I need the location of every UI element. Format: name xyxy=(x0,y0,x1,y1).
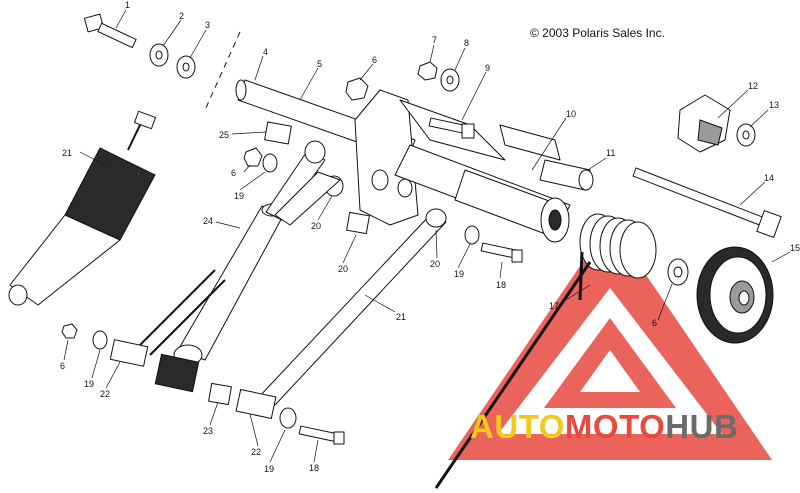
washer-2 xyxy=(149,43,169,67)
block-12 xyxy=(677,94,731,153)
shock-absorber-21 xyxy=(8,110,157,306)
bushing-25 xyxy=(264,121,292,145)
main-tube xyxy=(394,124,571,243)
callout-11: 11 xyxy=(606,148,615,158)
callout-6-right: 6 xyxy=(652,318,657,328)
watermark-logo: AUTOMOTOHUB xyxy=(470,408,738,446)
end-pin-11 xyxy=(539,159,594,191)
spacer-26 xyxy=(346,211,370,235)
callout-19-lower: 19 xyxy=(264,464,274,474)
nut-6-lower xyxy=(61,323,78,339)
axis-line xyxy=(204,31,241,111)
callout-20-right: 20 xyxy=(430,259,440,269)
torsion-spring-17 xyxy=(434,213,657,489)
callout-6-lower: 6 xyxy=(60,361,65,371)
nut-6-left xyxy=(243,147,263,167)
bolt-14 xyxy=(632,167,782,238)
washer-8 xyxy=(440,68,460,92)
bolt-18-a xyxy=(480,242,523,263)
nut-6-upper xyxy=(345,77,369,101)
callout-13: 13 xyxy=(769,100,779,110)
callout-20-lower: 20 xyxy=(338,264,348,274)
washer-19-d xyxy=(279,407,297,429)
washer-3 xyxy=(176,55,196,79)
callout-3: 3 xyxy=(205,20,210,30)
callout-21-rod: 21 xyxy=(396,312,406,322)
cylinder-24 xyxy=(173,203,285,366)
callout-19-upper: 19 xyxy=(234,191,244,201)
bushing-22-right xyxy=(235,388,277,420)
idler-wheel-15 xyxy=(696,246,774,344)
callout-23: 23 xyxy=(203,426,213,436)
callout-4: 4 xyxy=(263,47,268,57)
callout-12: 12 xyxy=(748,81,758,91)
watermark-triangle xyxy=(448,222,772,460)
callout-14: 14 xyxy=(764,173,774,183)
callout-6-left: 6 xyxy=(231,168,236,178)
watermark-part-moto: MOTO xyxy=(564,408,666,445)
washer-13 xyxy=(736,123,756,147)
callout-8: 8 xyxy=(464,38,469,48)
callout-2: 2 xyxy=(179,11,184,21)
callout-6-upper: 6 xyxy=(372,55,377,65)
link-arm xyxy=(265,140,344,226)
washer-19-a xyxy=(262,153,278,173)
callout-18-lower: 18 xyxy=(309,463,319,473)
callout-24: 24 xyxy=(203,216,213,226)
callout-15: 15 xyxy=(790,243,800,253)
callout-20-mid: 20 xyxy=(311,221,321,231)
bushing-22-left xyxy=(109,269,226,393)
watermark-part-hub: HUB xyxy=(665,408,739,445)
washer-19-b xyxy=(464,225,480,245)
callout-10: 10 xyxy=(566,109,576,119)
callout-19-mid: 19 xyxy=(454,269,464,279)
callout-17: 17 xyxy=(549,301,559,311)
bolt-9 xyxy=(428,117,475,139)
callout-5: 5 xyxy=(317,59,322,69)
callout-9: 9 xyxy=(485,63,490,73)
callout-25: 25 xyxy=(219,130,229,140)
washer-16 xyxy=(667,258,689,286)
bolt-18-b xyxy=(298,425,345,445)
leader-lines xyxy=(63,9,791,463)
washer-19-c xyxy=(92,330,108,350)
callout-21-shock: 21 xyxy=(62,148,72,158)
bolt-1 xyxy=(83,13,137,49)
callout-18-upper: 18 xyxy=(496,280,506,290)
callout-19-left: 19 xyxy=(84,379,94,389)
rod-21 xyxy=(257,208,447,406)
copyright-notice: © 2003 Polaris Sales Inc. xyxy=(530,26,665,40)
nut-7 xyxy=(417,61,438,81)
callout-22-left: 22 xyxy=(100,389,110,399)
callout-1: 1 xyxy=(125,0,130,10)
callout-7: 7 xyxy=(432,35,437,45)
spacer-23 xyxy=(208,382,232,406)
callout-22-right: 22 xyxy=(251,447,261,457)
watermark-part-auto: AUTO xyxy=(470,408,565,445)
